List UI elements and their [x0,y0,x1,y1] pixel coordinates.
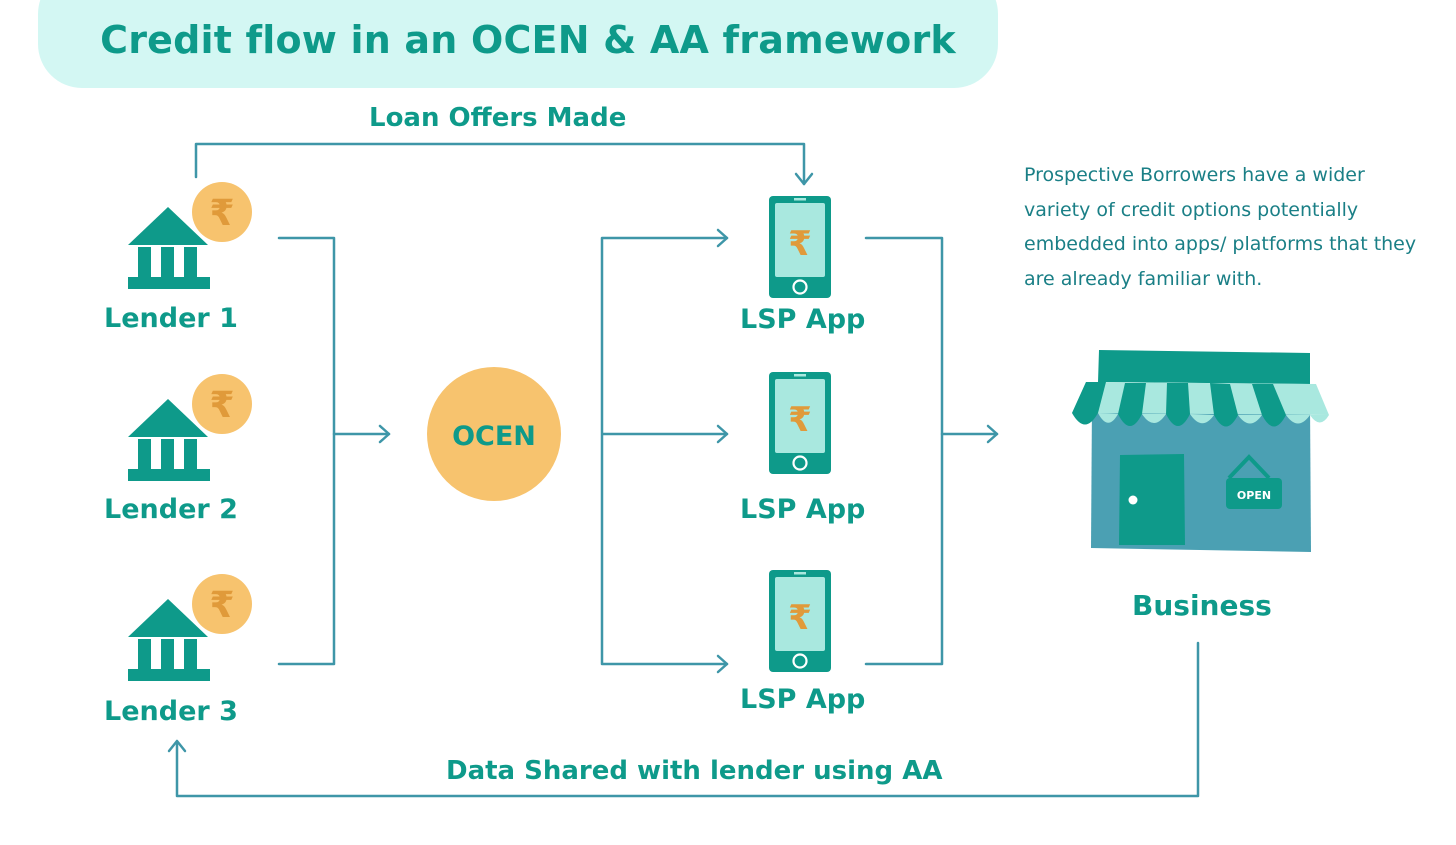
lsp-app-3-label: LSP App [740,684,866,715]
rupee-symbol: ₹ [788,598,812,638]
lender-2-rupee-coin-icon: ₹ [192,374,252,434]
lsp-app-2-smartphone-icon: ₹ [769,372,831,474]
storefront-icon: OPEN [1072,350,1329,552]
lender-1-rupee-coin-icon: ₹ [192,182,252,242]
lender-3-label: Lender 3 [104,696,238,727]
rupee-symbol: ₹ [209,385,234,426]
lender-1-label: Lender 1 [104,303,238,334]
data-shared-arrowhead [167,739,187,753]
lsp-app-1-label: LSP App [740,304,866,335]
diagram-title: Credit flow in an OCEN & AA framework [100,18,956,62]
borrower-note: Prospective Borrowers have a wider varie… [1024,164,1417,290]
open-sign-text: OPEN [1237,489,1271,502]
lsp-app-2-label: LSP App [740,494,866,525]
rupee-symbol: ₹ [788,400,812,440]
rupee-symbol: ₹ [788,224,812,264]
lender-3-rupee-coin-icon: ₹ [192,574,252,634]
lsp-bracket [864,236,944,666]
data-shared-label: Data Shared with lender using AA [446,756,943,786]
lender-1-bank-icon [128,207,210,289]
lenders-bracket [277,236,336,666]
ocen-arrowhead [378,424,391,444]
lender-3-bank-icon [128,599,210,681]
lender-2-label: Lender 2 [104,494,238,525]
lsp2-arrowhead [716,424,729,444]
loan-offers-connector [194,142,806,186]
ocen-hub [427,367,561,501]
title-banner [38,0,998,88]
business-arrowhead [986,424,999,444]
lsp-app-3-smartphone-icon: ₹ [769,570,831,672]
rupee-symbol: ₹ [209,585,234,626]
ocen-label: OCEN [452,421,536,452]
lsp1-arrowhead [716,228,729,248]
lender-2-bank-icon [128,399,210,481]
rupee-symbol: ₹ [209,193,234,234]
business-label: Business [1132,589,1272,622]
loan-offers-label: Loan Offers Made [369,103,627,133]
lsp3-arrowhead [716,654,729,674]
ocen-fanout-bracket [600,236,729,666]
loan-offers-arrowhead [794,172,814,186]
lsp-app-1-smartphone-icon: ₹ [769,196,831,298]
data-shared-connector [175,641,1200,798]
